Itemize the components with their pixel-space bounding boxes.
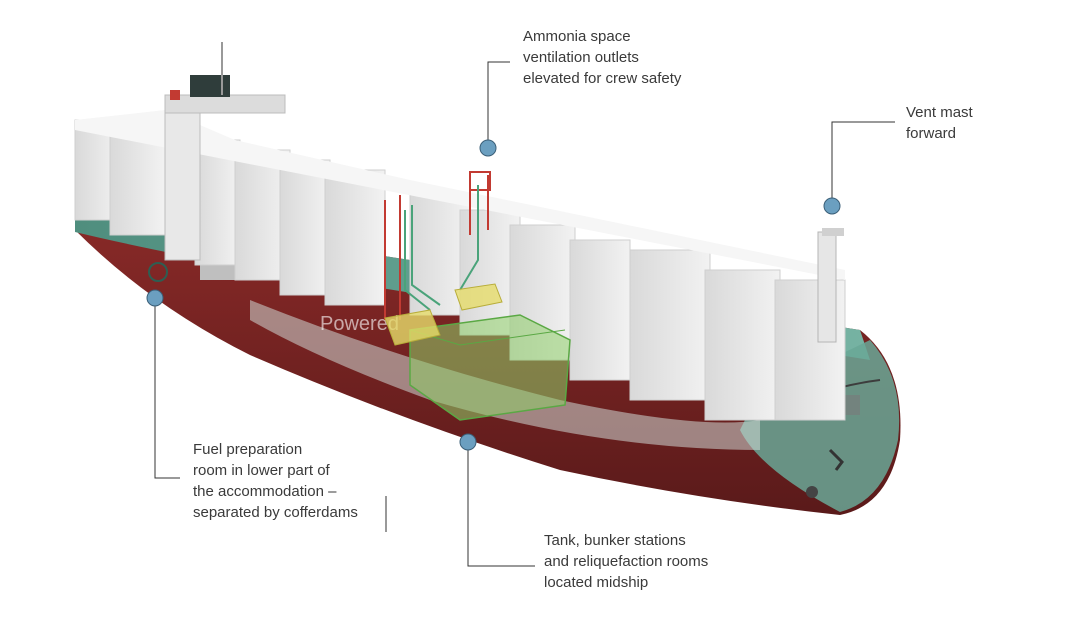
lashing-frames [384,171,491,320]
hull-marking: Powered [320,313,399,335]
fuel-system [384,283,571,421]
ammonia-vent-pipes [404,185,479,311]
ammonia-tank [409,314,571,421]
bow-thruster [806,486,818,498]
container-stack [569,239,631,381]
leader-lines [154,61,895,567]
propeller-emblem [148,262,168,282]
callout-fuel-prep: Fuel preparation room in lower part of t… [193,441,358,521]
reliquefaction-room [454,283,503,311]
callout-tank-midship: Tank, bunker stations and reliquefaction… [544,532,709,591]
accommodation-block [164,99,201,261]
vent-outlet-frame [469,171,491,191]
vent-pipe [459,185,479,291]
callout-markers [146,139,841,451]
accommodation [164,42,286,261]
marker-ammonia [479,139,497,157]
vent-pipe [404,210,431,311]
vent-frames [384,175,489,320]
callout-ammonia-vents: Ammonia space ventilation outlets elevat… [523,28,682,87]
container-stack [704,269,781,421]
vent-pipe [411,205,441,306]
callout-vent-mast: Vent mast forward [906,104,973,142]
funnel [190,75,230,97]
leader-ammonia [487,61,510,148]
leader-vent-mast [831,121,895,206]
container-tops [75,110,845,280]
bunker-station-room [384,309,441,346]
vent-mast [817,228,844,343]
marker-vent-mast [823,197,841,215]
container-stack [324,169,386,306]
vent-mast-top [822,228,844,236]
marker-fuel-prep [146,289,164,307]
marker-tank [459,433,477,451]
hull-transparent [250,300,760,450]
container-stack [279,159,331,296]
bridge [164,94,286,114]
container-stack [629,249,711,401]
lifeboat-davit [170,90,180,100]
container-stacks [74,110,846,421]
anchor [828,448,844,471]
container-stack [194,139,241,266]
vent-mast-body [817,231,837,343]
leader-tank [467,442,535,567]
leader-fuel-prep [154,298,180,479]
